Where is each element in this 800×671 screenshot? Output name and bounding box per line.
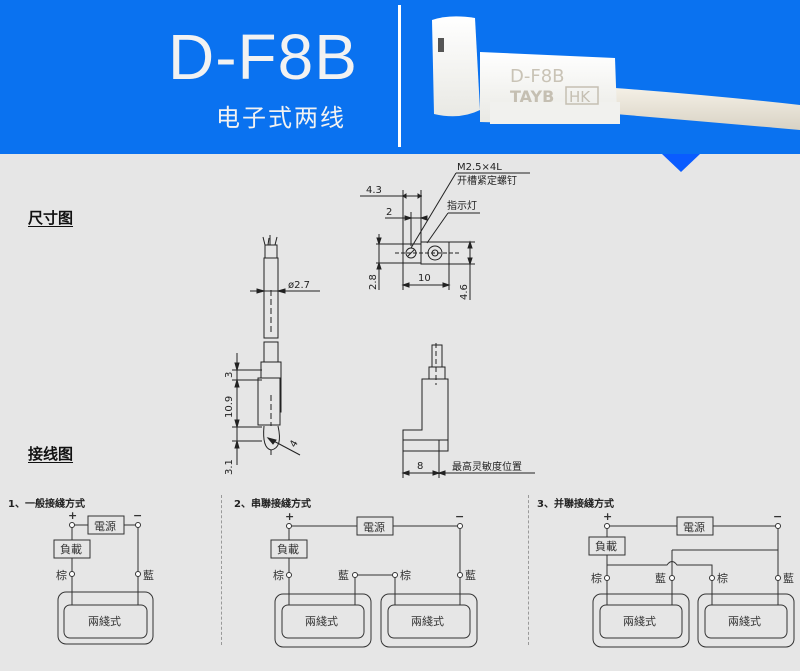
c2-blue-2: 藍 xyxy=(465,569,476,582)
dim-2-8: 2.8 xyxy=(368,274,379,290)
c2-brown-2: 棕 xyxy=(400,568,411,582)
circuit-2-title: 2、串聯接綫方式 xyxy=(234,499,311,510)
c2-plus: + xyxy=(285,510,294,523)
c1-load: 負載 xyxy=(60,543,82,556)
product-head xyxy=(432,16,480,117)
model-title: D-F8B xyxy=(168,21,358,93)
c1-minus: − xyxy=(133,509,142,522)
c3-brown-2: 棕 xyxy=(717,571,728,585)
circuit-divider xyxy=(528,495,529,645)
model-subtitle: 电子式两线 xyxy=(216,104,346,132)
side-view xyxy=(232,235,320,465)
wiring-diagrams: + − 電源 負載 棕 藍 兩綫式 + − 電源 負載 棕 藍 棕 藍 xyxy=(53,509,795,648)
sensitivity-label: 最高灵敏度位置 xyxy=(452,460,522,473)
c3-load: 負載 xyxy=(595,540,617,553)
c1-blue: 藍 xyxy=(143,569,154,582)
c2-sensor-1: 兩綫式 xyxy=(305,615,338,628)
dim-10: 10 xyxy=(418,273,431,284)
dim-8: 8 xyxy=(417,461,423,472)
product-label-model: D-F8B xyxy=(510,66,565,87)
wiring-title: 接线图 xyxy=(28,445,74,463)
circuit-3 xyxy=(588,516,795,648)
dim-cable-diameter: ø2.7 xyxy=(288,280,310,291)
circuit-1 xyxy=(53,515,154,645)
c2-load: 負載 xyxy=(277,543,299,556)
c1-brown: 棕 xyxy=(56,568,67,582)
dimension-drawing: ø2.7 3 10.9 3.1 4 xyxy=(224,162,535,478)
dim-4: 4 xyxy=(288,438,301,449)
header-divider xyxy=(398,5,401,147)
dim-4-3: 4.3 xyxy=(366,185,382,196)
section-pointer-icon xyxy=(662,154,700,172)
c3-sensor-1: 兩綫式 xyxy=(623,615,656,628)
product-label-brand: TAYB xyxy=(510,87,554,106)
c2-sensor-2: 兩綫式 xyxy=(411,615,444,628)
c3-plus: + xyxy=(603,510,612,523)
screw-spec: M2.5×4L xyxy=(457,162,502,173)
c1-sensor: 兩綫式 xyxy=(88,615,121,628)
c3-blue-2: 藍 xyxy=(783,572,794,585)
c3-power: 電源 xyxy=(683,520,705,534)
c1-plus: + xyxy=(68,509,77,522)
circuit-2 xyxy=(270,516,478,648)
dim-2: 2 xyxy=(386,207,392,218)
dimensions-title: 尺寸图 xyxy=(28,209,74,227)
dim-3: 3 xyxy=(224,372,235,378)
c3-minus: − xyxy=(773,510,782,523)
dim-10-9: 10.9 xyxy=(224,396,235,418)
product-cable xyxy=(615,88,800,130)
c3-brown-1: 棕 xyxy=(591,571,602,585)
product-photo: D-F8B TAYB HK xyxy=(432,16,800,130)
c1-power: 電源 xyxy=(94,519,116,533)
top-view xyxy=(360,172,530,300)
circuit-1-title: 1、一般接綫方式 xyxy=(8,499,85,510)
dim-4-6: 4.6 xyxy=(459,284,470,300)
header-banner: D-F8B 电子式两线 D-F8B TAYB HK xyxy=(0,0,800,154)
c2-brown-1: 棕 xyxy=(273,568,284,582)
screw-name: 开槽紧定螺钉 xyxy=(457,174,517,187)
dim-3-1: 3.1 xyxy=(224,459,235,475)
front-view xyxy=(401,343,535,478)
circuit-divider xyxy=(221,495,222,645)
circuit-3-title: 3、并聯接綫方式 xyxy=(537,499,614,510)
c2-power: 電源 xyxy=(363,520,385,534)
indicator-label: 指示灯 xyxy=(447,199,477,212)
c3-blue-1: 藍 xyxy=(655,572,666,585)
c2-minus: − xyxy=(455,510,464,523)
product-label-badge: HK xyxy=(569,88,591,106)
c2-blue-1: 藍 xyxy=(338,569,349,582)
c3-sensor-2: 兩綫式 xyxy=(728,615,761,628)
